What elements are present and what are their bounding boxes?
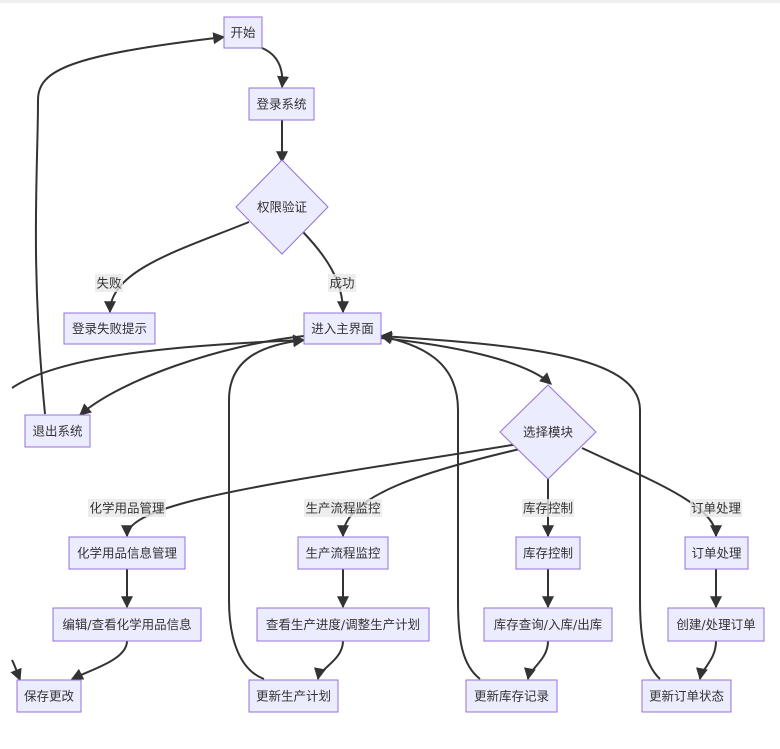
edge-labels: 失败 成功 化学用品管理 生产流程监控 库存控制 订单处理 — [88, 274, 742, 517]
svg-text:库存控制: 库存控制 — [523, 546, 573, 561]
svg-text:登录系统: 登录系统 — [256, 97, 306, 112]
svg-text:订单处理: 订单处理 — [691, 501, 742, 516]
edge-offscreen-main — [11, 334, 306, 389]
svg-text:生产流程监控: 生产流程监控 — [305, 501, 381, 516]
svg-text:订单处理: 订单处理 — [691, 546, 742, 561]
svg-text:选择模块: 选择模块 — [523, 425, 574, 440]
node-main[interactable]: 进入主界面 — [303, 312, 382, 345]
node-chem-edit[interactable]: 编辑/查看化学用品信息 — [52, 607, 202, 642]
node-logout[interactable]: 退出系统 — [24, 414, 91, 448]
edge-label-order: 订单处理 — [690, 499, 742, 517]
node-login[interactable]: 登录系统 — [248, 87, 315, 121]
svg-text:保存更改: 保存更改 — [24, 689, 75, 704]
edge-main-select — [380, 337, 552, 385]
svg-text:编辑/查看化学用品信息: 编辑/查看化学用品信息 — [62, 617, 191, 632]
svg-text:化学用品管理: 化学用品管理 — [89, 501, 165, 516]
node-prod-update[interactable]: 更新生产计划 — [248, 679, 339, 713]
edge-offscreen-save — [10, 659, 22, 682]
svg-text:进入主界面: 进入主界面 — [311, 321, 374, 336]
node-order-update[interactable]: 更新订单状态 — [641, 679, 732, 713]
node-order-ops[interactable]: 创建/处理订单 — [667, 607, 765, 642]
node-select[interactable]: 选择模块 — [499, 384, 597, 480]
svg-text:库存控制: 库存控制 — [523, 501, 573, 516]
edge-select-chem — [121, 443, 519, 538]
edge-edit-save — [70, 640, 128, 680]
svg-text:开始: 开始 — [230, 25, 256, 40]
node-login-fail[interactable]: 登录失败提示 — [63, 312, 156, 345]
svg-text:更新库存记录: 更新库存记录 — [474, 689, 549, 704]
edge-select-prod — [337, 447, 525, 538]
edge-ops-invupdate — [524, 640, 549, 681]
edge-label-inv: 库存控制 — [522, 499, 574, 517]
node-inv-ops[interactable]: 库存查询/入库/出库 — [483, 607, 613, 642]
node-order[interactable]: 订单处理 — [684, 536, 749, 570]
svg-text:更新生产计划: 更新生产计划 — [256, 689, 331, 704]
node-inv-control[interactable]: 库存控制 — [515, 536, 581, 570]
svg-text:退出系统: 退出系统 — [32, 424, 82, 439]
svg-text:库存查询/入库/出库: 库存查询/入库/出库 — [494, 617, 602, 632]
node-inv-update[interactable]: 更新库存记录 — [465, 679, 558, 713]
edge-select-order — [581, 447, 722, 538]
edge-label-prod: 生产流程监控 — [304, 499, 382, 517]
edge-label-success: 成功 — [328, 274, 356, 292]
edge-view-produpdate — [314, 640, 344, 681]
svg-text:登录失败提示: 登录失败提示 — [72, 321, 147, 336]
svg-text:化学用品信息管理: 化学用品信息管理 — [77, 546, 178, 561]
edge-logout-start — [34, 32, 226, 415]
edge-orderops-orderupdate — [696, 640, 717, 681]
edge-label-fail: 失败 — [95, 274, 123, 292]
svg-text:更新订单状态: 更新订单状态 — [649, 689, 724, 704]
node-chem-info[interactable]: 化学用品信息管理 — [68, 536, 186, 570]
edge-auth-fail — [104, 221, 250, 314]
svg-text:生产流程监控: 生产流程监控 — [305, 546, 381, 561]
node-prod-view[interactable]: 查看生产进度/调整生产计划 — [256, 607, 430, 642]
top-border — [0, 0, 780, 3]
svg-text:权限验证: 权限验证 — [257, 200, 308, 215]
node-save[interactable]: 保存更改 — [16, 679, 82, 713]
edge-orderupdate-main — [379, 330, 661, 680]
svg-text:创建/处理订单: 创建/处理订单 — [676, 617, 755, 632]
node-start[interactable]: 开始 — [223, 16, 263, 49]
svg-text:失败: 失败 — [96, 276, 122, 291]
svg-text:查看生产进度/调整生产计划: 查看生产进度/调整生产计划 — [266, 617, 420, 632]
edge-produpdate-main — [228, 335, 306, 680]
svg-text:成功: 成功 — [329, 276, 354, 291]
nodes: 开始 登录系统 权限验证 登录失败提示 进入主界面 退出系统 选择模块 化学用 — [16, 16, 765, 713]
edge-label-chem: 化学用品管理 — [88, 499, 166, 517]
node-auth[interactable]: 权限验证 — [235, 159, 329, 255]
edge-start-login — [261, 47, 289, 89]
edge-invupdate-main — [379, 332, 481, 680]
edge-auth-success — [302, 231, 349, 314]
node-prod-monitor[interactable]: 生产流程监控 — [297, 536, 389, 570]
edges — [10, 32, 722, 682]
